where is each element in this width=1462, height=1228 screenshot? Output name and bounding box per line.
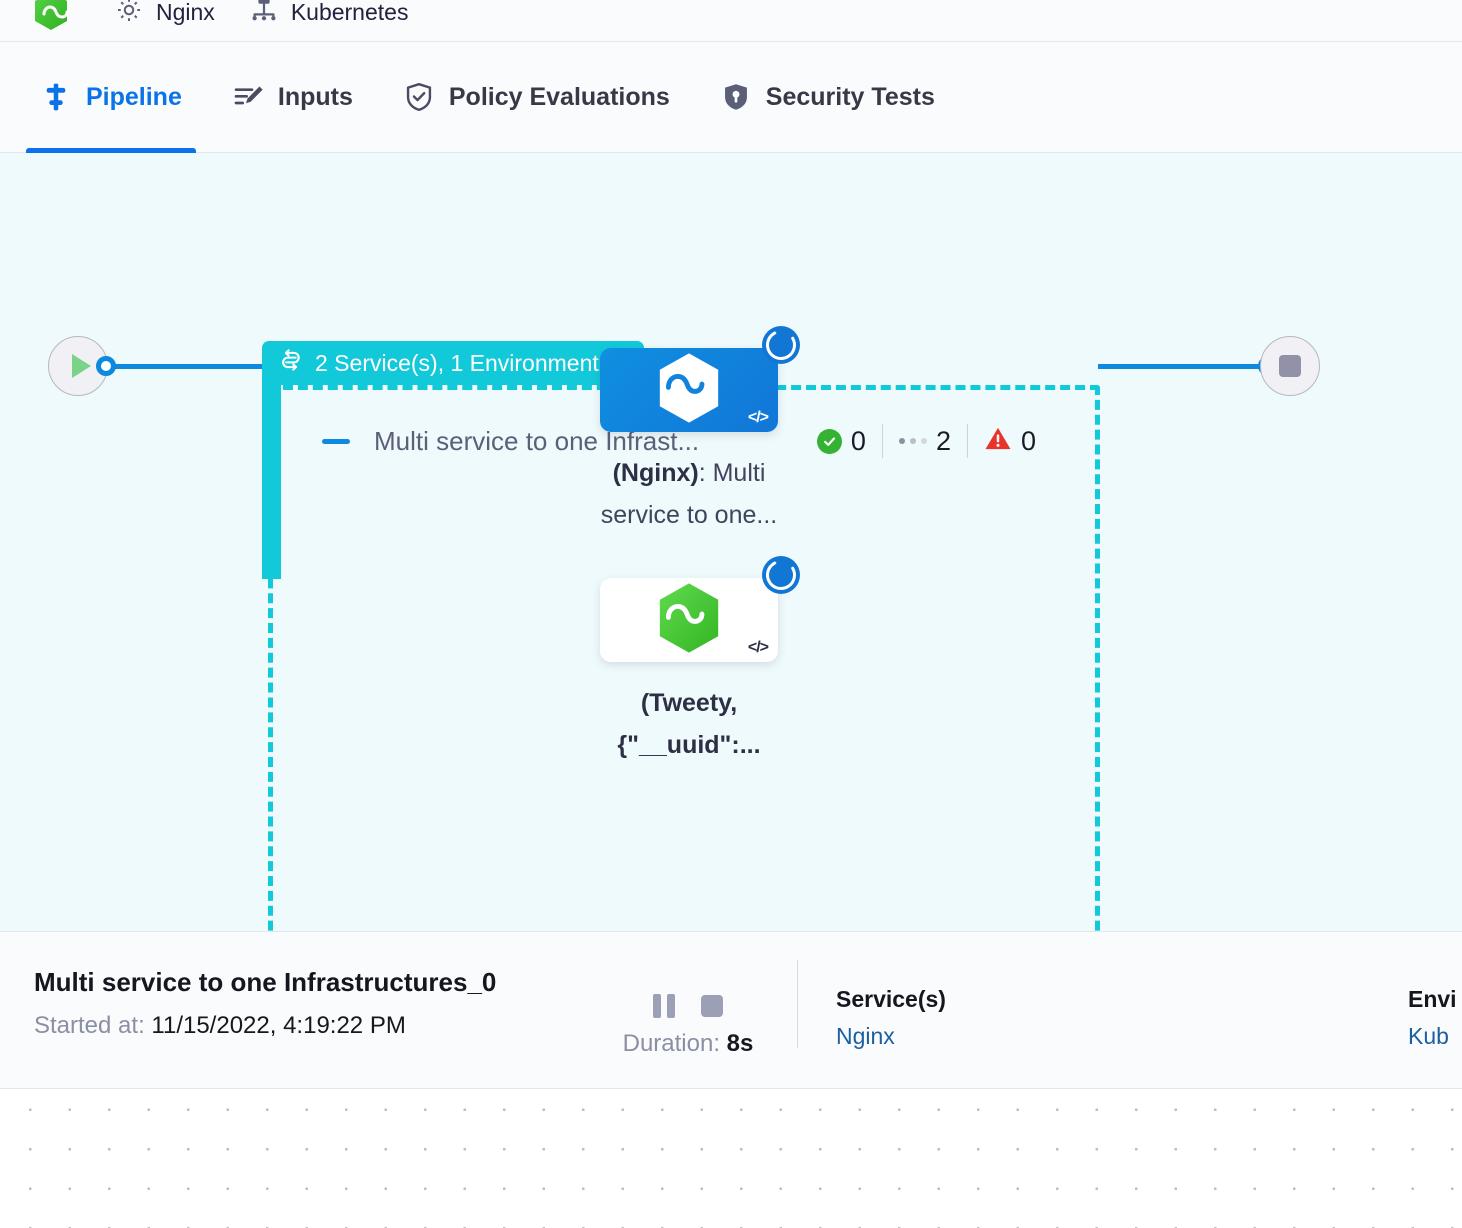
tab-policy-evaluations-label: Policy Evaluations [448,82,670,111]
node-label: (Tweety, {"__uuid":... [574,682,804,766]
code-icon: </> [747,639,769,656]
pipeline-icon [40,81,72,113]
detail-environments-column: Envi Kub [1408,986,1457,1050]
node-label-bold: (Nginx) [612,459,699,487]
code-icon: </> [747,409,769,426]
canvas-dot-grid[interactable] [0,1089,1462,1228]
execution-controls [618,994,758,1018]
breadcrumb-item-logo[interactable] [34,0,80,30]
running-spinner-icon [762,556,800,594]
nginx-hexagon-logo-green [658,582,720,658]
tab-bar: Pipeline Inputs Policy Evaluations [0,42,1462,153]
inputs-icon [232,81,264,113]
counter-error-value: 0 [1020,425,1036,456]
detail-environment-link[interactable]: Kub [1408,1023,1449,1049]
tab-inputs[interactable]: Inputs [230,42,355,153]
pipeline-canvas[interactable]: 2 Service(s), 1 Environment(s) Multi ser… [0,153,1462,931]
group-badge-label: 2 Service(s), 1 Environment(s) [315,349,626,376]
node-tile[interactable]: </> [600,556,800,662]
detail-title: Multi service to one Infrastructures_0 [34,967,497,997]
breadcrumb-item-nginx[interactable]: Nginx [114,0,215,30]
detail-environments-heading: Envi [1408,986,1457,1012]
node-label-rest: : Multi service to one... [600,459,778,529]
edge-start-to-group [112,364,274,369]
tab-inputs-label: Inputs [277,82,353,111]
counter-error[interactable]: 0 [966,424,1052,458]
pause-icon[interactable] [653,994,675,1018]
stop-icon [1279,355,1301,377]
stage-counters: 0 2 0 [801,421,1052,461]
detail-divider-1 [797,960,798,1048]
detail-started-at: Started at: 11/15/2022, 4:19:22 PM [34,1012,406,1040]
node-tile[interactable]: </> [600,326,800,432]
pipeline-end-node[interactable] [1260,336,1320,396]
tab-security-tests-label: Security Tests [765,82,935,111]
detail-services-column: Service(s) Nginx [836,986,946,1050]
success-check-icon [816,428,842,454]
loop-icon [278,347,304,379]
detail-duration-value: 8s [726,1030,754,1057]
running-spinner-icon [762,326,800,364]
nginx-hexagon-logo-white [658,352,720,428]
group-badge[interactable]: 2 Service(s), 1 Environment(s) [262,341,644,385]
counter-success-value: 0 [850,425,866,456]
tab-policy-evaluations[interactable]: Policy Evaluations [401,42,672,153]
breadcrumb-item-nginx-label: Nginx [156,0,215,25]
detail-duration: Duration: 8s [618,1030,758,1058]
detail-duration-block: Duration: 8s [618,994,758,1058]
warning-triangle-icon [984,426,1012,456]
minus-icon[interactable] [322,438,350,444]
detail-started-label: Started at: [34,1012,145,1039]
detail-started-value: 11/15/2022, 4:19:22 PM [151,1012,406,1039]
stop-icon[interactable] [701,995,723,1017]
detail-service-link[interactable]: Nginx [836,1023,895,1049]
detail-duration-label: Duration: [622,1030,720,1057]
execution-detail-panel: Multi service to one Infrastructures_0 S… [0,931,1462,1089]
breadcrumb-item-kubernetes-label: Kubernetes [290,0,409,25]
running-dots-icon [898,438,927,444]
tab-pipeline[interactable]: Pipeline [26,42,196,153]
nginx-hexagon-logo [34,0,68,30]
counter-running[interactable]: 2 [881,424,967,458]
edge-group-to-end [1098,364,1268,369]
tab-security-tests[interactable]: Security Tests [718,42,937,153]
detail-services-heading: Service(s) [836,986,946,1012]
gear-icon [114,0,144,30]
pipeline-node-nginx[interactable]: </> (Nginx): Multi service to one... [600,326,804,536]
counter-success[interactable]: 0 [801,424,882,458]
shield-check-icon [403,81,435,113]
shield-lock-icon [720,81,752,113]
breadcrumb-bar: Nginx Kubernetes [0,0,1462,42]
breadcrumb-item-kubernetes[interactable]: Kubernetes [249,0,409,30]
pipeline-node-tweety[interactable]: </> (Tweety, {"__uuid":... [600,556,804,766]
tab-pipeline-label: Pipeline [86,82,182,111]
node-label-bold: (Tweety, {"__uuid":... [617,689,761,759]
infrastructure-icon [249,0,279,30]
play-icon [71,354,91,378]
node-label: (Nginx): Multi service to one... [574,452,804,536]
counter-running-value: 2 [935,425,951,456]
